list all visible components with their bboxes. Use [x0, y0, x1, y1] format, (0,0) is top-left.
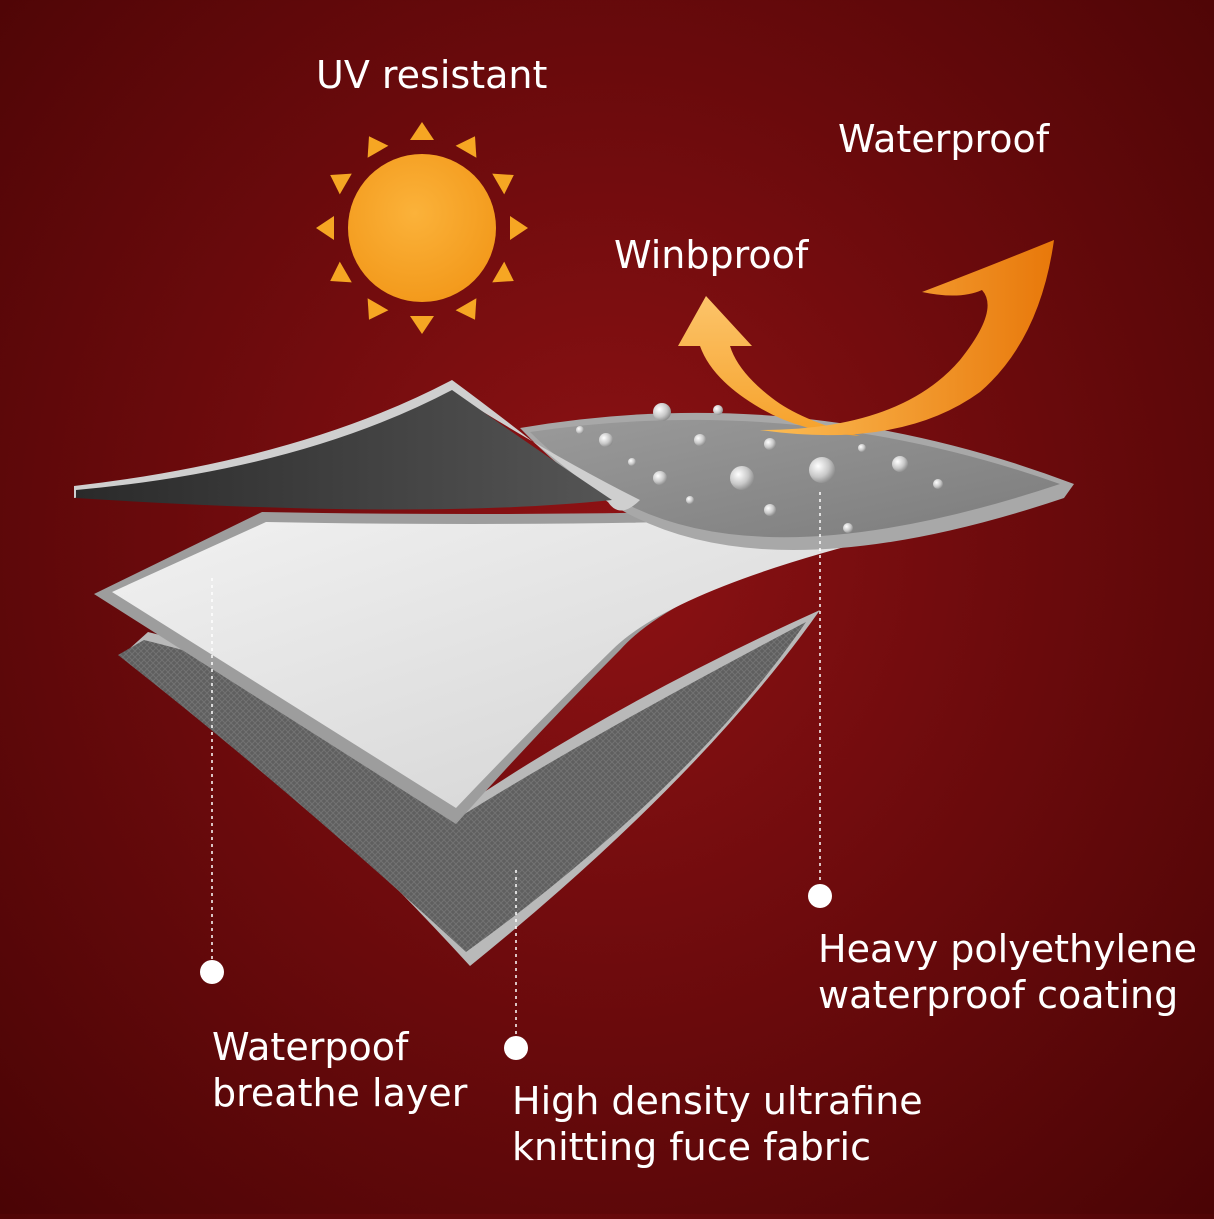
uv-resistant-label: UV resistant — [316, 53, 548, 97]
breathe-layer-callout: Waterpoof breathe layer — [212, 1024, 467, 1116]
waterproof-label: Waterproof — [838, 117, 1050, 161]
coating-callout-line1: Heavy polyethylene — [818, 927, 1197, 971]
breathe-callout-line2: breathe layer — [212, 1071, 468, 1115]
water-droplets — [576, 403, 943, 533]
callout-dot-fabric — [504, 1036, 528, 1060]
callout-dot-breathe — [200, 960, 224, 984]
waterproof-arrow-icon — [760, 240, 1054, 436]
windproof-label: Winbproof — [614, 233, 809, 277]
fabric-callout-line1: High density ultrafine — [512, 1079, 923, 1123]
fabric-callout-line2: knitting fuce fabric — [512, 1125, 871, 1169]
callout-lines — [211, 492, 821, 1036]
breathe-callout-line1: Waterpoof — [212, 1025, 409, 1069]
coating-callout: Heavy polyethylene waterproof coating — [818, 926, 1197, 1018]
coating-callout-line2: waterproof coating — [818, 973, 1179, 1017]
callout-dot-coating — [808, 884, 832, 908]
windproof-arrow-icon — [678, 296, 860, 436]
fabric-callout: High density ultrafine knitting fuce fab… — [512, 1078, 923, 1170]
sun-icon — [316, 122, 528, 334]
